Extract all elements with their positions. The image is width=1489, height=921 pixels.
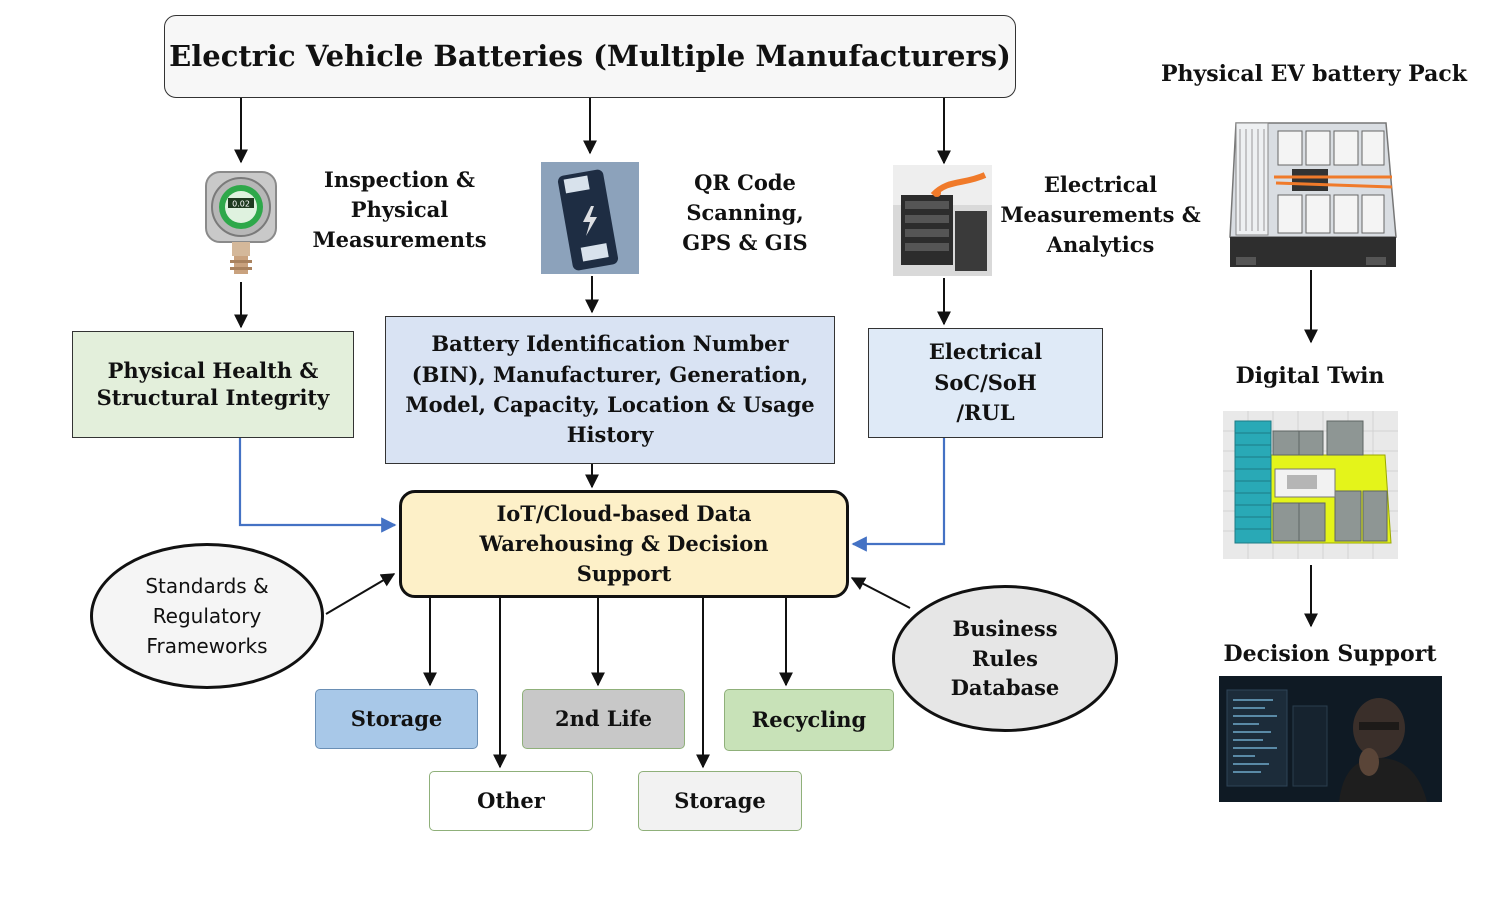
output-2nd-life-label: 2nd Life: [554, 705, 652, 731]
output-recycling-label: Recycling: [751, 706, 867, 732]
digital-twin-image: [1223, 411, 1398, 559]
qr-battery-image: [541, 162, 639, 274]
output-2nd-life: 2nd Life: [522, 689, 685, 749]
iot-cloud-label: IoT/Cloud-based Data Warehousing & Decis…: [479, 501, 769, 586]
physical-health-label: Physical Health & Structural Integrity: [96, 357, 330, 410]
output-storage-2-label: Storage: [674, 787, 766, 813]
electrical-soc-box: Electrical SoC/SoH /RUL: [868, 328, 1103, 438]
digital-twin-title: Digital Twin: [1235, 363, 1385, 389]
physical-pack-title: Physical EV battery Pack: [1160, 61, 1468, 87]
qr-label: QR Code Scanning, GPS & GIS: [682, 170, 808, 255]
battery-pack-image: [1226, 117, 1398, 269]
physical-health-box: Physical Health & Structural Integrity: [72, 331, 354, 438]
standards-ellipse: Standards & Regulatory Frameworks: [90, 543, 324, 689]
iot-cloud-box: IoT/Cloud-based Data Warehousing & Decis…: [399, 490, 849, 598]
output-other: Other: [429, 771, 593, 831]
arrow-business-to-iot: [850, 577, 911, 609]
electrical-label: Electrical Measurements & Analytics: [1000, 172, 1201, 257]
output-storage: Storage: [315, 689, 478, 749]
business-rules-label: Business Rules Database: [950, 616, 1060, 701]
standards-label: Standards & Regulatory Frameworks: [145, 574, 269, 658]
decision-support-title: Decision Support: [1223, 641, 1437, 667]
business-rules-ellipse: Business Rules Database: [892, 585, 1118, 732]
inspection-label: Inspection & Physical Measurements: [312, 167, 487, 252]
output-storage-label: Storage: [350, 705, 443, 731]
gauge-readout: 0.02: [232, 200, 250, 209]
arrow-electrical-to-iot: [851, 438, 946, 552]
output-storage-2: Storage: [638, 771, 802, 831]
arrow-physical-to-iot: [238, 438, 397, 533]
electrical-soc-label: Electrical SoC/SoH /RUL: [928, 339, 1043, 426]
arrow-standards-to-iot: [325, 573, 396, 615]
decision-support-image: [1219, 676, 1442, 802]
diagram-title: Electric Vehicle Batteries (Multiple Man…: [169, 39, 1011, 74]
bin-label: Battery Identification Number (BIN), Man…: [405, 331, 815, 448]
output-other-label: Other: [477, 787, 545, 813]
title-box: Electric Vehicle Batteries (Multiple Man…: [164, 15, 1016, 98]
bin-box: Battery Identification Number (BIN), Man…: [385, 316, 835, 464]
pressure-gauge-image: 0.02: [200, 168, 282, 280]
electrical-connector-image: [893, 165, 992, 276]
output-recycling: Recycling: [724, 689, 894, 751]
